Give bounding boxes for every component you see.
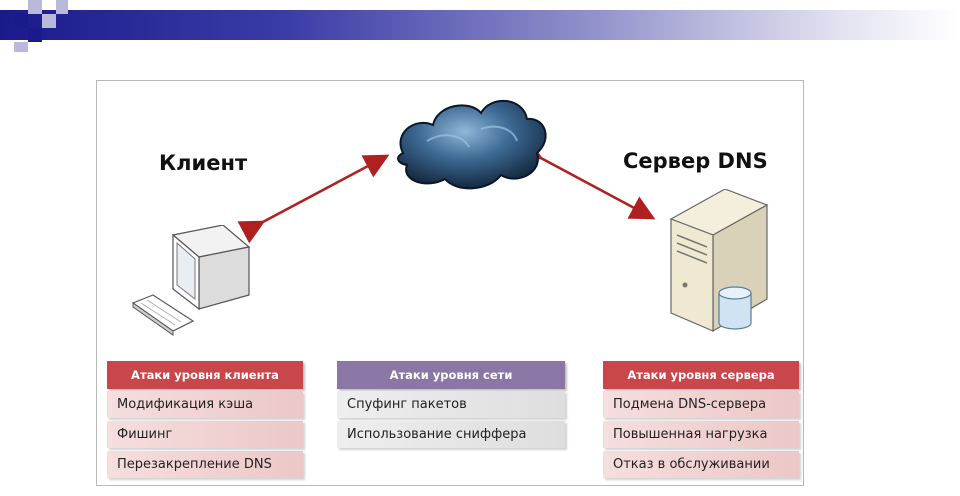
diagram-frame: Клиент Сервер DNS: [96, 80, 804, 486]
client-attack-item: Перезакрепление DNS: [107, 451, 303, 478]
client-attacks-header: Атаки уровня клиента: [107, 361, 303, 389]
server-icon: [669, 189, 769, 333]
server-attack-item: Повышенная нагрузка: [603, 421, 799, 448]
slide-corner-square: [14, 14, 28, 28]
server-attacks-panel: Атаки уровня сервера Подмена DNS-сервера…: [603, 361, 799, 481]
slide-corner-square: [28, 0, 42, 14]
slide-header-bar: [0, 10, 960, 40]
slide-corner-square: [14, 42, 28, 52]
slide-corner-square: [56, 0, 68, 14]
slide-corner-square: [42, 14, 56, 28]
computer-icon: [131, 225, 251, 336]
server-attack-item: Подмена DNS-сервера: [603, 391, 799, 418]
client-attacks-panel: Атаки уровня клиента Модификация кэша Фи…: [107, 361, 303, 481]
network-attack-item: Спуфинг пакетов: [337, 391, 565, 418]
network-attacks-header: Атаки уровня сети: [337, 361, 565, 389]
client-cloud-arrow: [237, 154, 390, 244]
client-attack-item: Модификация кэша: [107, 391, 303, 418]
server-attack-item: Отказ в обслуживании: [603, 451, 799, 478]
network-attack-item: Использование сниффера: [337, 421, 565, 448]
network-attacks-panel: Атаки уровня сети Спуфинг пакетов Исполь…: [337, 361, 565, 451]
server-attacks-header: Атаки уровня сервера: [603, 361, 799, 389]
database-icon: [718, 286, 752, 330]
cloud-icon: [397, 99, 547, 190]
client-label: Клиент: [159, 151, 248, 175]
connection-graphic: [237, 99, 656, 244]
slide-corner-square: [28, 28, 42, 42]
cloud-server-arrow: [515, 136, 656, 220]
client-attack-item: Фишинг: [107, 421, 303, 448]
